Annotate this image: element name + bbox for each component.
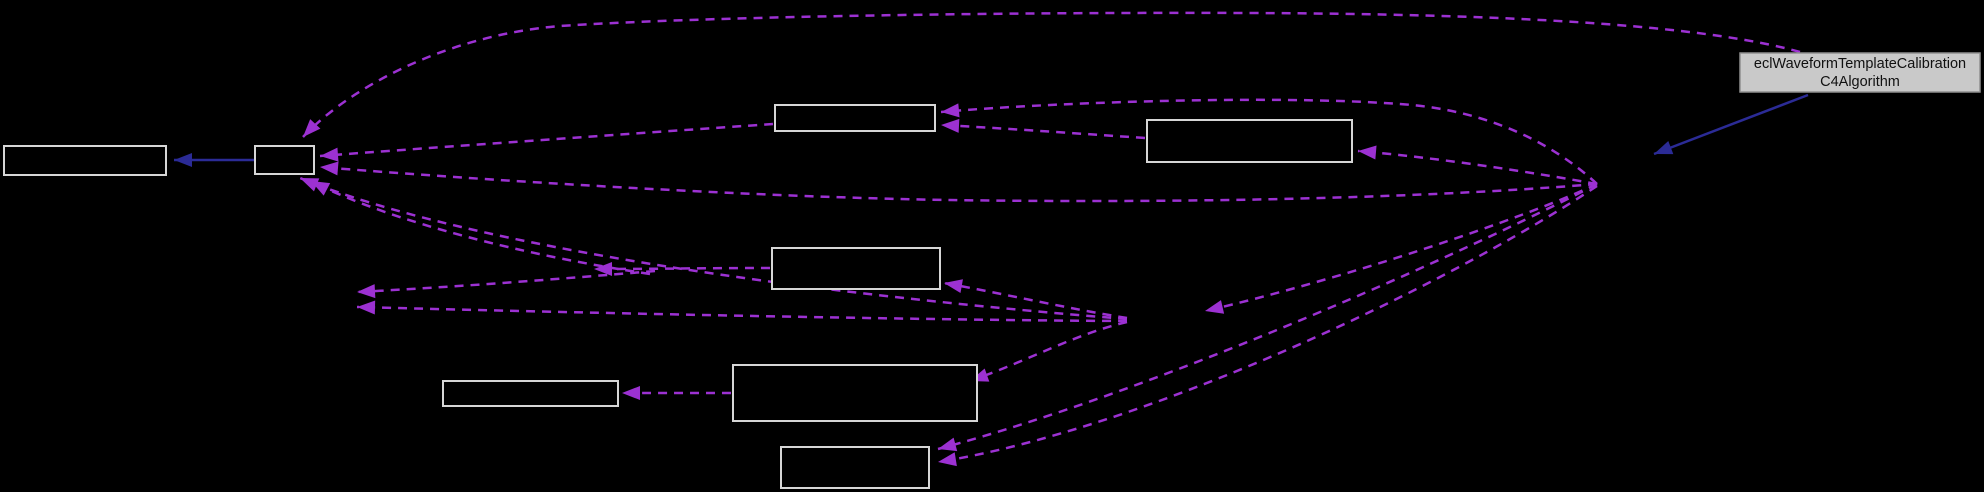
node-box-top-middle[interactable] bbox=[774, 104, 936, 132]
usage-edge-node-e-to-hidden-node-mid bbox=[593, 261, 771, 276]
usage-edge-sweep-to-node-h-upper bbox=[937, 182, 1598, 452]
usage-edge-over-d-to-node-c-upper bbox=[940, 98, 1598, 185]
node-box-left-small[interactable] bbox=[254, 145, 315, 175]
main-node[interactable]: eclWaveformTemplateCalibration C4Algorit… bbox=[1739, 52, 1981, 93]
usage-edge-to-node-d bbox=[1357, 145, 1598, 186]
inheritance-edge-main-to-base bbox=[1653, 93, 1809, 156]
usage-edge-main-to-node-b-top bbox=[302, 11, 1801, 138]
usage-edge-to-node-g-right bbox=[969, 320, 1128, 383]
inheritance-edges bbox=[174, 93, 1809, 167]
node-box-bottom-small[interactable] bbox=[780, 446, 930, 489]
main-node-box[interactable] bbox=[1739, 52, 1981, 93]
usage-edge-long-flat-to-node-b-right-lower bbox=[319, 161, 1598, 203]
usage-edges bbox=[299, 11, 1801, 467]
usage-edge-long-flat-to-hidden-node-left-lower bbox=[356, 300, 1128, 323]
node-box-center[interactable] bbox=[771, 247, 941, 290]
usage-edge-to-hidden-node-left-upper bbox=[356, 269, 656, 299]
usage-edge-sweep-to-node-h-lower bbox=[937, 184, 1598, 467]
node-box-left-wide[interactable] bbox=[3, 145, 167, 176]
node-box-bottom-large[interactable] bbox=[732, 364, 978, 422]
usage-edge-to-node-e-right bbox=[943, 279, 1128, 320]
usage-edge-to-hidden-node-mid-right bbox=[1204, 182, 1598, 314]
usage-edge-to-node-b-bottom-1 bbox=[299, 176, 1128, 321]
main-node-label-line2: C4Algorithm bbox=[1820, 74, 1900, 90]
usage-edge-to-node-b-bottom-2 bbox=[310, 179, 651, 276]
main-node-label: eclWaveformTemplateCalibration C4Algorit… bbox=[1754, 56, 1966, 90]
main-node-label-line1: eclWaveformTemplateCalibration bbox=[1754, 56, 1966, 72]
usage-edge-node-c-to-node-b-right-upper bbox=[319, 122, 774, 162]
class-nodes bbox=[3, 104, 1353, 489]
node-box-top-right[interactable] bbox=[1146, 119, 1353, 163]
usage-edge-node-d-to-node-c-lower bbox=[940, 118, 1146, 140]
node-box-bottom-left[interactable] bbox=[442, 380, 619, 407]
